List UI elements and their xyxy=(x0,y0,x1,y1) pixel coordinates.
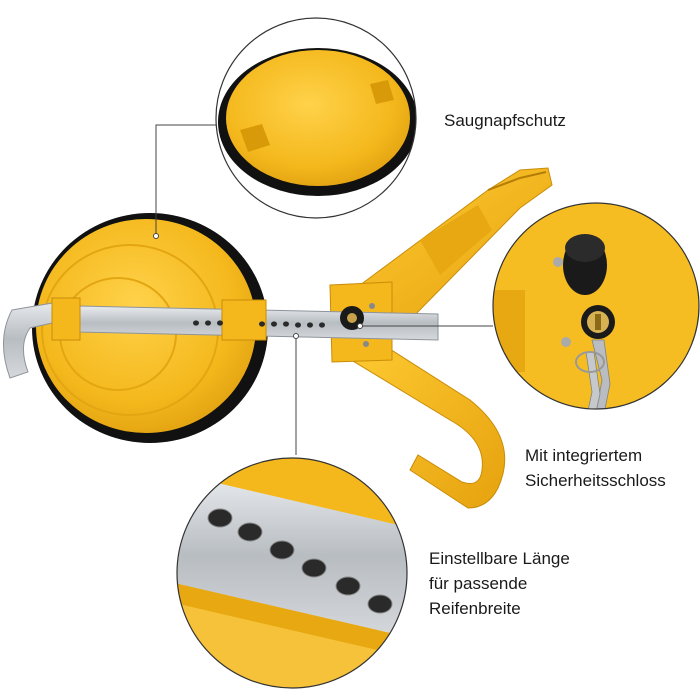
adjustable-bar xyxy=(51,297,439,347)
label-length-line1: Einstellbare Länge xyxy=(429,549,570,568)
label-length-line3: Reifenbreite xyxy=(429,599,521,618)
label-lock-line2: Sicherheitsschloss xyxy=(525,471,666,490)
callout-lines xyxy=(153,124,493,455)
detail-circle-lock xyxy=(492,202,700,410)
label-lock: Mit integriertem Sicherheitsschloss xyxy=(525,443,666,493)
label-suction-cover: Saugnapfschutz xyxy=(444,108,566,133)
label-length-line2: für passende xyxy=(429,574,528,593)
label-adjustable-length: Einstellbare Länge für passende Reifenbr… xyxy=(429,546,570,621)
label-lock-line1: Mit integriertem xyxy=(525,446,643,465)
detail-circle-suction-cover xyxy=(215,17,417,219)
detail-circle-adjustable-bar xyxy=(176,457,408,689)
label-suction-cover-text: Saugnapfschutz xyxy=(444,111,566,130)
